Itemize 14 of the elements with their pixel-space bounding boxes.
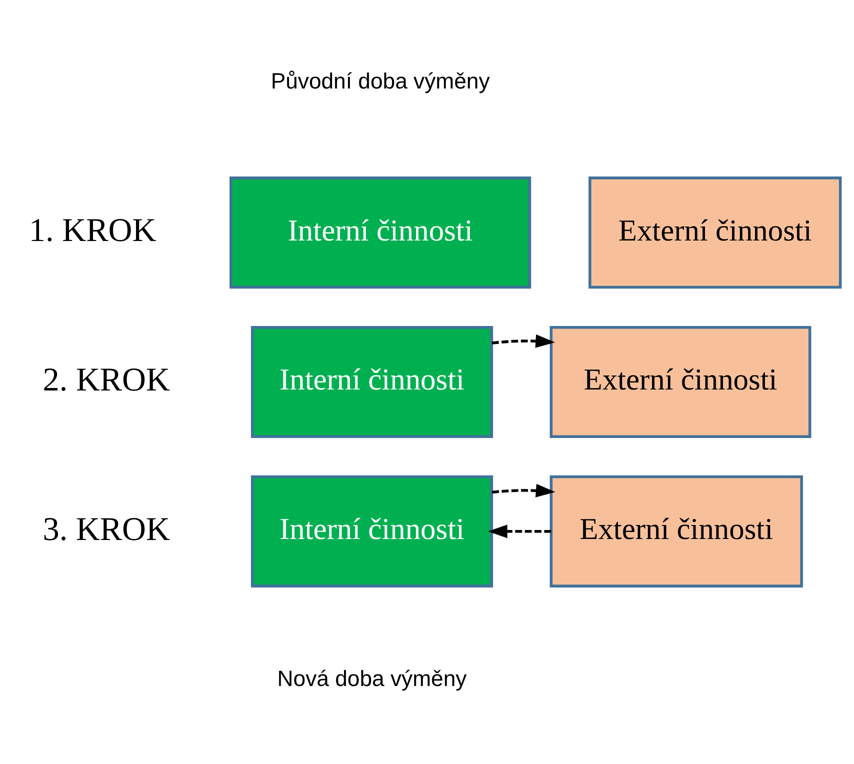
node-box: Externí činnosti <box>550 326 812 438</box>
arrow <box>492 484 556 498</box>
label: 1. KROK <box>28 212 156 250</box>
arrow <box>492 334 556 348</box>
arrow <box>488 524 552 538</box>
label: Nová doba výměny <box>277 666 467 692</box>
label: 2. KROK <box>42 362 170 399</box>
node-box: Interní činnosti <box>250 475 494 588</box>
node-box: Externí činnosti <box>588 176 842 289</box>
label: Původní doba výměny <box>270 68 490 94</box>
label: 3. KROK <box>42 510 170 548</box>
node-box: Interní činnosti <box>230 176 532 289</box>
node-box: Externí činnosti <box>550 475 803 588</box>
node-box: Interní činnosti <box>250 326 494 438</box>
